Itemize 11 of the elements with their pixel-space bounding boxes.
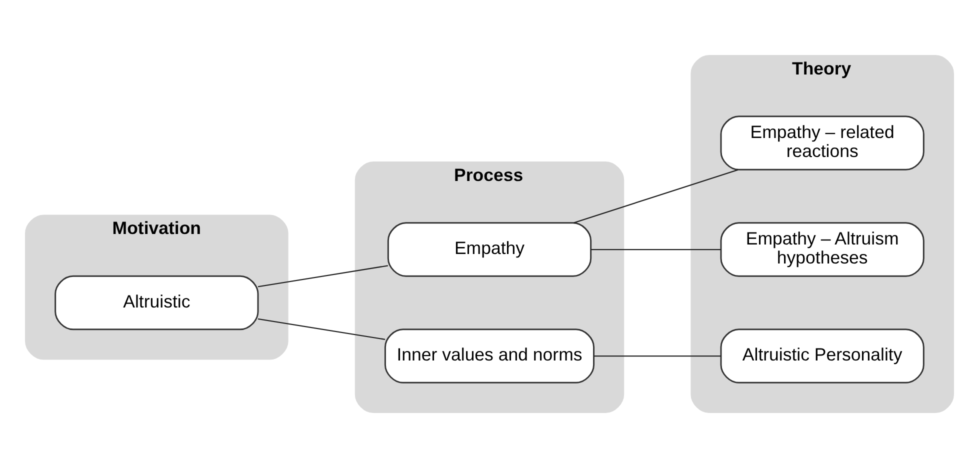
connector [258,264,388,287]
connector [590,248,721,250]
node-box: Inner values and norms [384,328,595,383]
connector [594,354,721,356]
node-box: Empathy [387,222,592,276]
node-box: Altruistic Personality [720,328,924,383]
node-box: Altruistic [54,274,259,330]
node-box: Empathy – related reactions [720,115,924,170]
connector [574,168,738,223]
node-box: Empathy – Altruism hypotheses [720,222,924,276]
connector [258,318,386,340]
